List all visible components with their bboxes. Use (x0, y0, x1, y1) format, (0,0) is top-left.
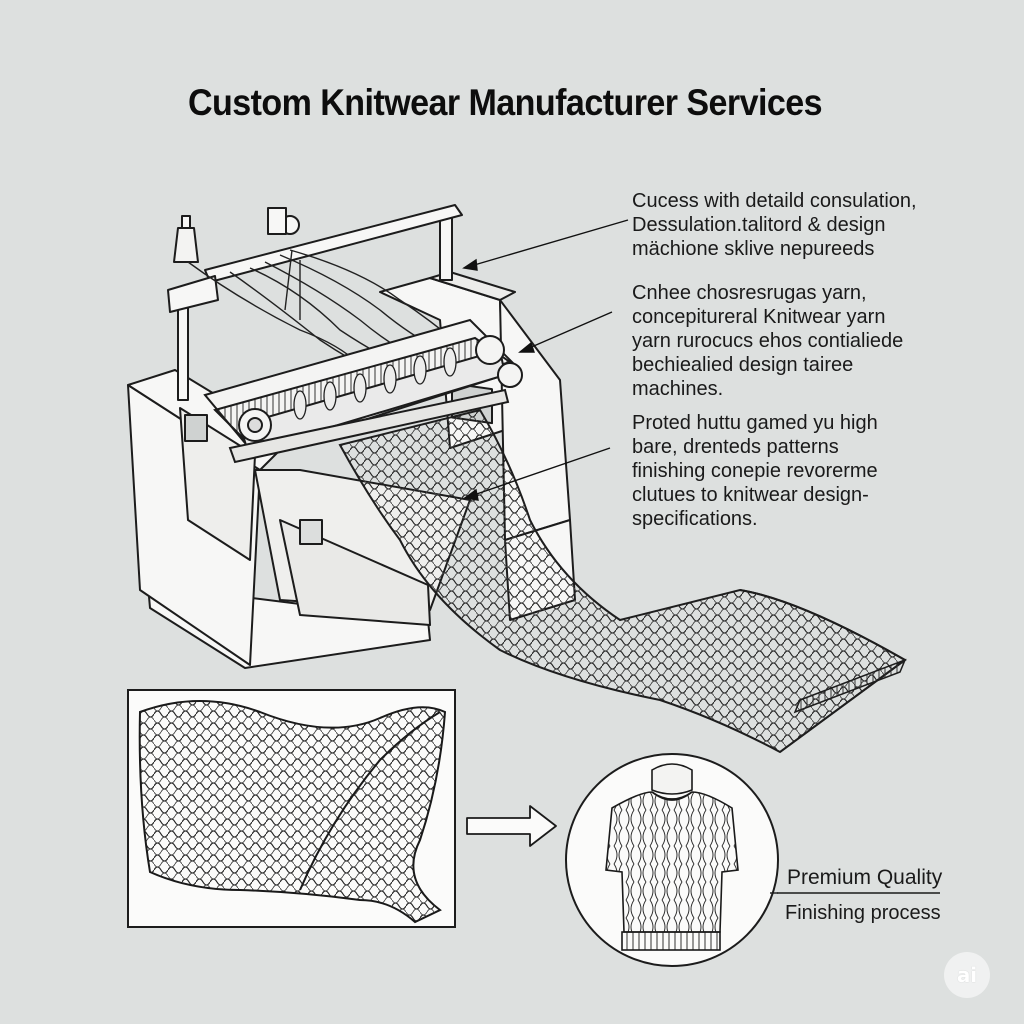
ai-badge: ai (944, 952, 990, 998)
callout-line: bechiealied design tairee (632, 354, 854, 376)
knit-fabric-icon (138, 700, 447, 924)
callout-line: Dessulation.talitord & design (632, 214, 886, 236)
knit-fabric-strip (338, 408, 907, 754)
callout-consultation: Cucess with detaild consulation, Dessula… (632, 189, 932, 261)
callout-line: Cucess with detaild consulation, (632, 190, 917, 212)
callout-line: mächione sklive nepureeds (632, 238, 875, 260)
callout-line: Cnhee chosresrugas yarn, (632, 282, 867, 304)
callout-yarn: Cnhee chosresrugas yarn, concepitureral … (632, 281, 932, 401)
arrow-right-icon (466, 805, 557, 847)
callout-line: specifications. (632, 508, 758, 530)
callout-patterns: Proted huttu gamed yu high bare, drented… (632, 411, 932, 531)
callout-line: finishing conepie revorerme (632, 460, 878, 482)
callout-line: clutues to knitwear design- (632, 484, 869, 506)
finishing-process-label: Finishing process (785, 902, 941, 924)
callout-line: yarn rurocucs ehos contialiede (632, 330, 904, 352)
sweater-icon (605, 763, 739, 951)
premium-quality-label: Premium Quality (787, 866, 943, 889)
callout-line: Proted huttu gamed yu high (632, 412, 878, 434)
callout-line: concepitureral Knitwear yarn (632, 306, 886, 328)
callout-line: bare, drenteds patterns (632, 436, 839, 458)
callout-line: machines. (632, 378, 724, 400)
page-title: Custom Knitwear Manufacturer Services (187, 82, 823, 123)
